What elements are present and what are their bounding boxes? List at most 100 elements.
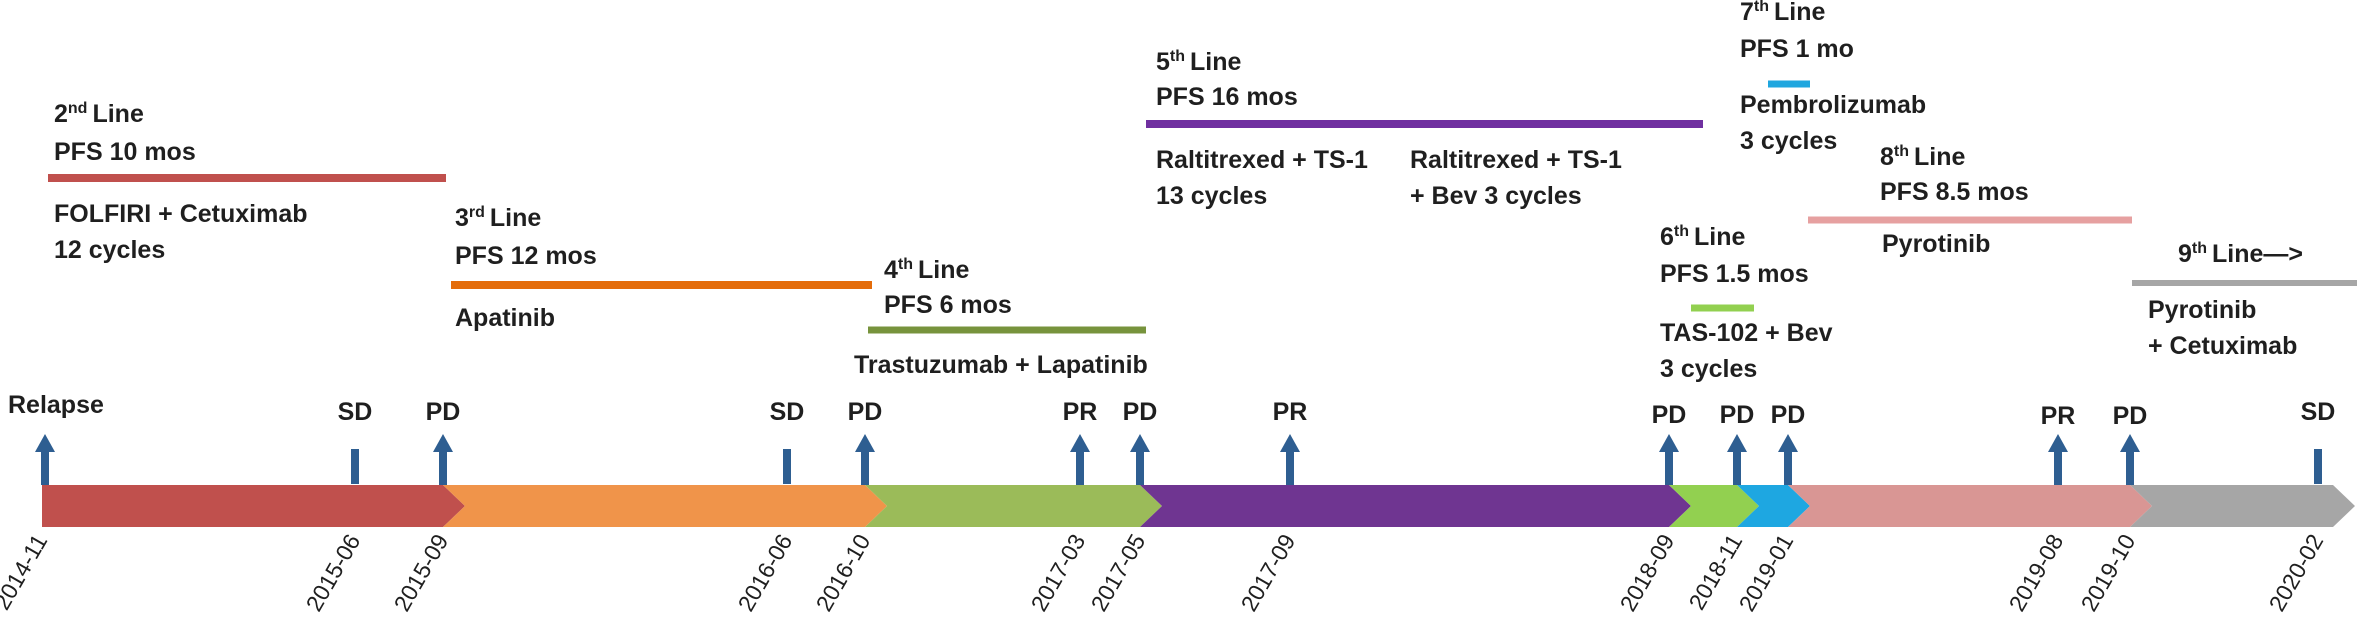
arrow-shaft [2054,448,2062,485]
line-treatment: Pembrolizumab [1740,91,1926,119]
event-label: PD [1720,401,1755,429]
event-label: PD [2113,402,2148,430]
arrow-shaft [1733,448,1741,485]
event-marker-sd: SD [2301,398,2336,484]
line-ordinal-suffix: rd [469,204,485,221]
timeline-segment-1 [42,485,465,527]
line-treatment: FOLFIRI + Cetuximab [54,200,308,228]
arrow-shaft [1665,448,1673,485]
arrow-up-icon [855,434,875,452]
timeline-segment-6 [1737,485,1810,527]
line-treatment: Apatinib [455,304,555,332]
line-ordinal-suffix: th [1170,48,1185,65]
arrow-up-icon [1070,434,1090,452]
arrow-shaft [1136,448,1144,485]
date-label: 2014-11 [0,530,52,615]
line-duration-bar [1808,216,2132,224]
line-duration-bar [1768,80,1810,88]
line-pfs: PFS 12 mos [455,242,597,270]
line-ordinal: 2 [54,100,68,128]
line-treatment-secondary: + Bev 3 cycles [1410,182,1582,210]
line-pfs: PFS 8.5 mos [1880,178,2029,206]
arrow-up-icon [2048,434,2068,452]
line-heading: 5th Line [1156,48,1242,76]
event-marker-pd: PD [1720,401,1755,485]
line-word: Line [918,256,969,284]
line-ordinal-suffix: th [2192,240,2207,257]
stable-marker [351,449,359,484]
arrow-shaft [41,448,49,485]
line-pfs: PFS 1 mo [1740,35,1854,63]
arrow-up-icon [2120,434,2140,452]
line-word: Line [1190,48,1241,76]
timeline-segment-4 [1140,485,1691,527]
line-ordinal: 3 [455,204,469,232]
timeline-segment-3 [865,485,1162,527]
event-label: PD [1652,401,1687,429]
line-ordinal-suffix: th [1754,0,1769,15]
line-word: Line [1694,223,1745,251]
date-label: 2016-10 [811,530,876,616]
event-marker-pd: PD [2113,402,2148,485]
line-ordinal-suffix: th [1894,143,1909,160]
line-duration-bar [48,174,446,182]
date-label: 2020-02 [2264,530,2329,616]
line-treatment: 12 cycles [54,236,165,264]
arrow-up-icon [1130,434,1150,452]
line-treatment: 3 cycles [1740,127,1837,155]
event-label: SD [2301,398,2336,426]
event-label: PR [1063,398,1098,426]
timeline-segment-7 [1788,485,2152,527]
line-ordinal: 8 [1880,143,1894,171]
event-marker-pd: PD [1123,398,1157,485]
event-label: Relapse [8,391,104,419]
event-label: SD [338,398,373,426]
arrow-up-icon [1727,434,1747,452]
date-label: 2017-05 [1086,530,1151,616]
stable-marker [783,449,791,484]
event-label: PR [1273,398,1308,426]
line-duration-bar [451,281,872,289]
line-ordinal: 9 [2178,240,2192,268]
arrow-up-icon [1280,434,1300,452]
timeline-segment-5 [1669,485,1759,527]
line-ordinal: 4 [884,256,898,284]
line-treatment: Pyrotinib [2148,296,2256,324]
event-marker-pd: PD [1771,401,1805,485]
arrow-up-icon [433,434,453,452]
date-label: 2015-09 [389,530,454,616]
line-treatment: Trastuzumab + Lapatinib [854,351,1148,379]
line-duration-bar [1146,120,1703,128]
event-marker-sd: SD [338,398,373,484]
date-label: 2016-06 [733,530,798,616]
date-label: 2017-03 [1026,530,1091,616]
line-pfs: PFS 1.5 mos [1660,260,1809,288]
line-ordinal: 5 [1156,48,1170,76]
event-marker-sd: SD [770,398,804,484]
line-duration-bar [2132,280,2357,286]
stable-marker [2314,449,2322,484]
event-marker-pr: PR [1063,398,1098,485]
line-pfs: PFS 16 mos [1156,83,1298,111]
event-marker-pd: PD [848,398,883,485]
line-treatment-secondary: Raltitrexed + TS-1 [1410,146,1622,174]
timeline-segment-2 [443,485,887,527]
line-word: Line [490,204,541,232]
event-label: PR [2041,402,2076,430]
event-marker-pd: PD [426,398,460,485]
line-treatment: TAS-102 + Bev [1660,319,1833,347]
line-duration-bar [1691,304,1754,312]
line-word: Line [1774,0,1825,26]
event-label: PD [848,398,883,426]
arrow-shaft [1286,448,1294,485]
event-marker-pr: PR [1273,398,1308,485]
